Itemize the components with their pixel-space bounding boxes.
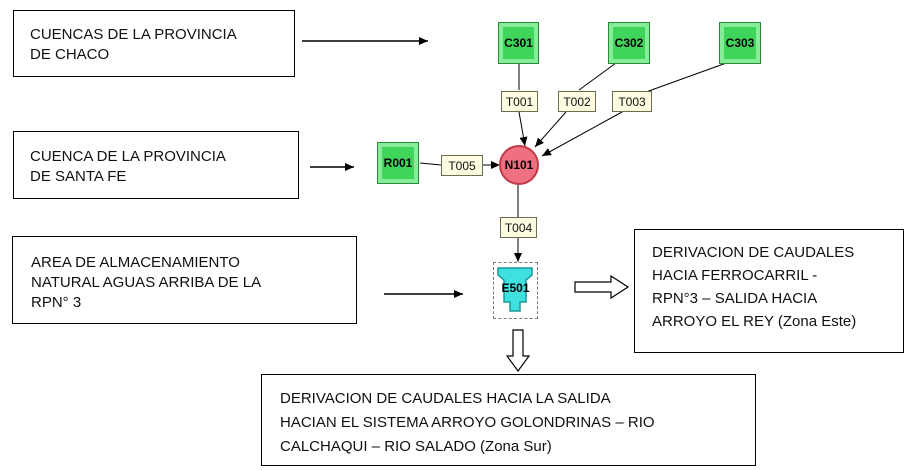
t002-link-line xyxy=(534,111,567,148)
c303-link-line xyxy=(645,61,730,93)
subbasin-c303[interactable]: C303 xyxy=(719,22,761,64)
subbasin-r001[interactable]: R001 xyxy=(377,142,419,184)
storage-note-line-3: RPN° 3 xyxy=(31,294,82,311)
storage-unit-label: E501 xyxy=(501,281,530,295)
santa-fe-note-line-1: CUENCA DE LA PROVINCIA xyxy=(30,148,226,165)
golondrinas-note-line-2: HACIAN EL SISTEMA ARROYO GOLONDRINAS – R… xyxy=(280,414,655,431)
junction-n101[interactable]: N101 xyxy=(499,145,539,185)
storage-area-note: AREA DE ALMACENAMIENTO NATURAL AGUAS ARR… xyxy=(12,236,357,324)
chaco-note-line-1: CUENCAS DE LA PROVINCIA xyxy=(30,26,237,43)
ferrocarril-note-line-3: RPN°3 – SALIDA HACIA xyxy=(652,290,818,307)
golondrinas-note-line-1: DERIVACION DE CAUDALES HACIA LA SALIDA xyxy=(280,390,611,407)
storage-note-line-2: NATURAL AGUAS ARRIBA DE LA xyxy=(31,274,262,291)
link-t005[interactable]: T005 xyxy=(441,155,483,176)
link-t002[interactable]: T002 xyxy=(558,91,596,112)
ferrocarril-note-line-2: HACIA FERROCARRIL - xyxy=(652,267,818,284)
c302-link-line xyxy=(578,62,617,91)
ferrocarril-note-line-4: ARROYO EL REY (Zona Este) xyxy=(652,313,857,330)
storage-unit-e501[interactable]: E501 xyxy=(493,262,538,319)
t001-link-line xyxy=(518,111,528,147)
golondrinas-derivation-note: DERIVACION DE CAUDALES HACIA LA SALIDA H… xyxy=(261,374,756,466)
chaco-note-line-2: DE CHACO xyxy=(30,46,110,63)
santa-fe-note-line-2: DE SANTA FE xyxy=(30,168,127,185)
ferrocarril-note-line-1: DERIVACION DE CAUDALES xyxy=(652,244,855,261)
link-t004[interactable]: T004 xyxy=(500,217,537,238)
ferrocarril-derivation-note: DERIVACION DE CAUDALES HACIA FERROCARRIL… xyxy=(634,229,904,353)
santa-fe-basin-note: CUENCA DE LA PROVINCIA DE SANTA FE xyxy=(13,131,299,199)
t003-link-line xyxy=(541,111,623,157)
link-t003[interactable]: T003 xyxy=(612,91,652,112)
chaco-basins-note: CUENCAS DE LA PROVINCIA DE CHACO xyxy=(13,10,295,77)
south-outflow-arrow xyxy=(505,329,531,373)
east-outflow-arrow xyxy=(574,274,630,300)
r001-link-line xyxy=(419,162,442,166)
golondrinas-note-line-3: CALCHAQUI – RIO SALADO (Zona Sur) xyxy=(280,438,552,455)
subbasin-c302[interactable]: C302 xyxy=(608,22,650,64)
link-t001[interactable]: T001 xyxy=(501,91,538,112)
storage-note-line-1: AREA DE ALMACENAMIENTO xyxy=(31,254,240,271)
storage-tank-icon xyxy=(497,267,533,312)
subbasin-c301[interactable]: C301 xyxy=(498,22,539,64)
